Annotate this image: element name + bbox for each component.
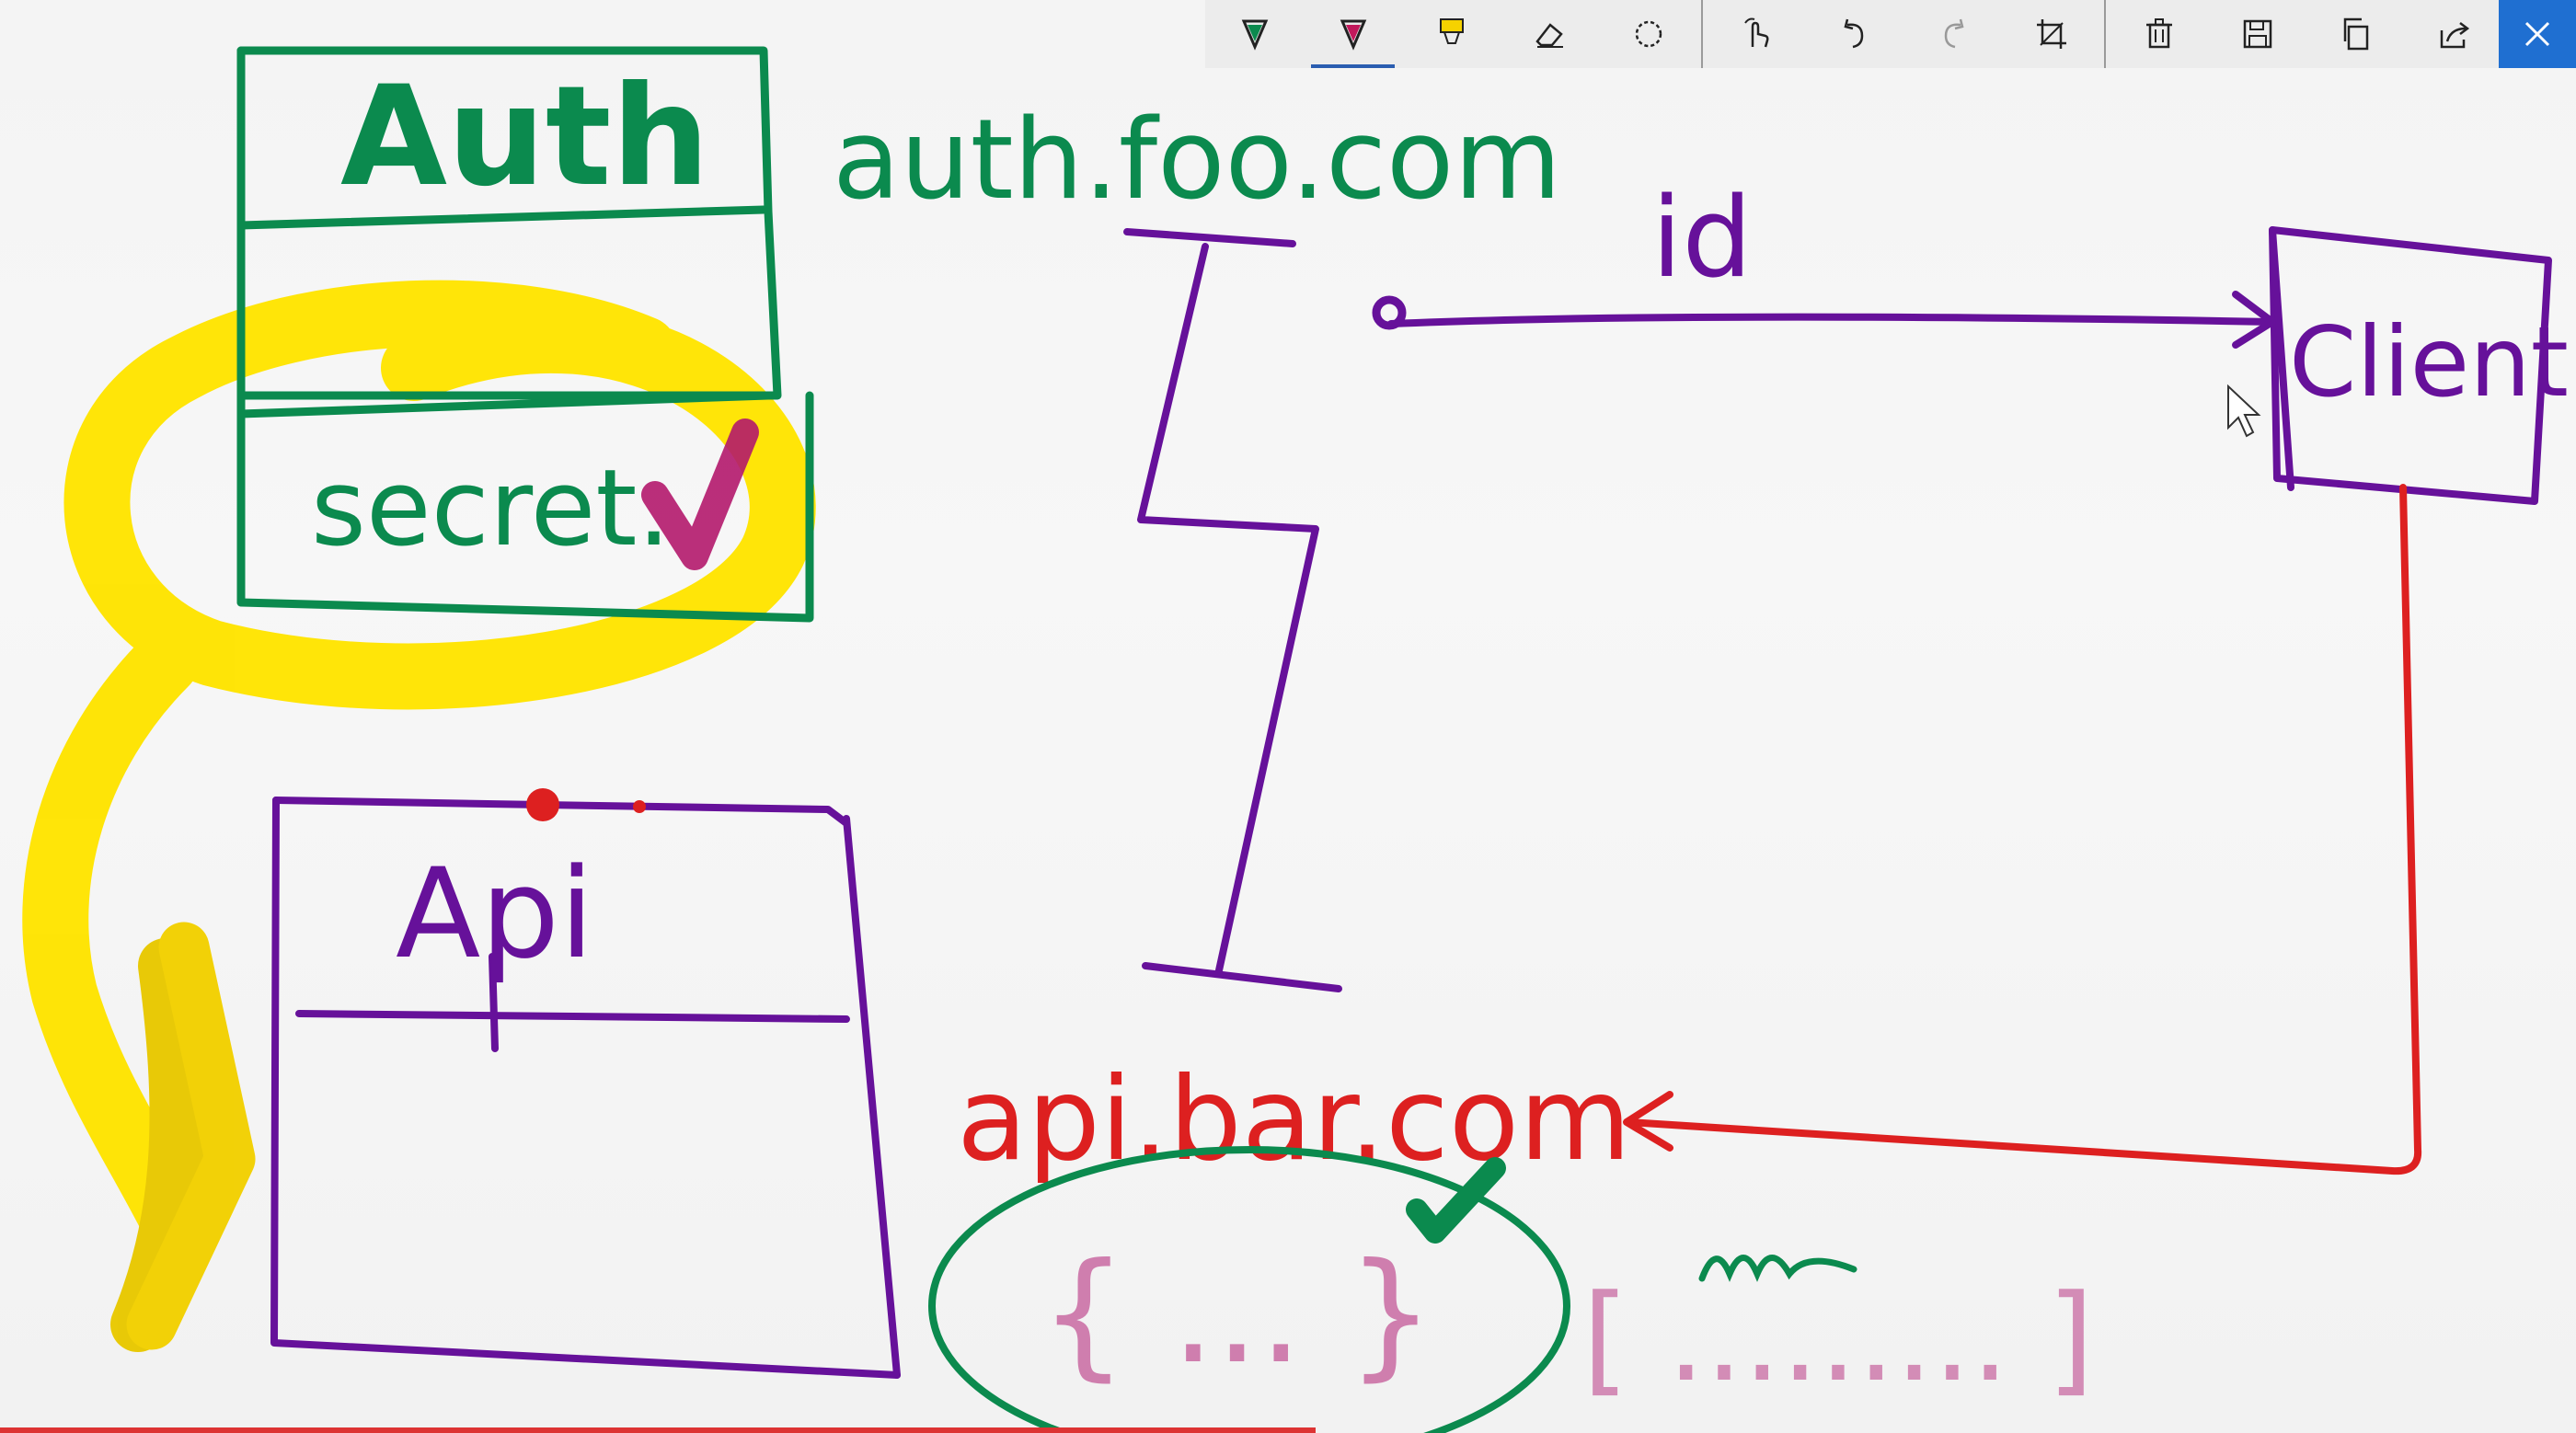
client-to-api-arrow [1623,484,2422,1175]
pencil-button[interactable] [1304,0,1402,68]
eraser-button[interactable] [1501,0,1599,68]
api-domain-label: api.bar.com [957,1053,1631,1187]
toolbar-divider [1701,0,1703,68]
ballpoint-pen-button[interactable] [1205,0,1304,68]
share-button[interactable] [2405,0,2503,68]
copy-icon [2343,17,2368,51]
crop-button[interactable] [2002,0,2100,68]
auth-box [236,46,814,623]
delete-button[interactable] [2110,0,2208,68]
domain-connector-line [1123,228,1342,992]
video-progress-bar [0,1427,1316,1433]
payload-circle [928,1146,1570,1433]
payload-bracket-list: [ ......... ] [1582,1268,2094,1408]
save-icon [2243,19,2271,49]
api-box-red-dot-small [633,800,646,813]
id-arrow [1387,291,2276,349]
redo-icon [1944,18,1964,49]
highlighter-button[interactable] [1402,0,1501,68]
undo-icon [1843,18,1863,49]
ballpoint-pen-icon [1241,19,1268,51]
eraser-icon [1535,23,1563,48]
undo-button[interactable] [1805,0,1903,68]
highlighter-icon [1439,18,1464,44]
api-box [270,797,901,1379]
client-label: Client [2289,306,2569,418]
lasso-icon [1635,20,1662,48]
close-icon [2524,21,2550,47]
auth-box-title: Auth [340,57,709,217]
delete-icon [2145,18,2172,49]
green-checkmark-icon [1406,1157,1506,1244]
touch-writing-icon [1743,17,1768,48]
redo-button[interactable] [1903,0,2002,68]
client-box [2269,226,2552,505]
toolbar-divider [2104,0,2106,68]
green-scribble [1698,1255,1857,1282]
lasso-button[interactable] [1599,0,1697,68]
api-box-title: Api [396,842,594,986]
magenta-checkmark-icon [641,418,759,570]
pencil-icon [1340,19,1366,51]
auth-box-secret-field: secret. [311,447,671,570]
id-label: id [1651,175,1753,303]
close-button[interactable] [2499,0,2576,68]
crop-icon [2036,19,2066,49]
api-box-red-dot [526,788,559,821]
mouse-cursor-icon [2227,384,2261,438]
ink-toolbar [1205,0,2576,68]
copy-button[interactable] [2306,0,2405,68]
payload-braces: { ... } [1040,1234,1434,1394]
auth-domain-label: auth.foo.com [833,97,1561,224]
touch-writing-button[interactable] [1707,0,1805,68]
save-button[interactable] [2208,0,2306,68]
share-icon [2440,22,2469,49]
